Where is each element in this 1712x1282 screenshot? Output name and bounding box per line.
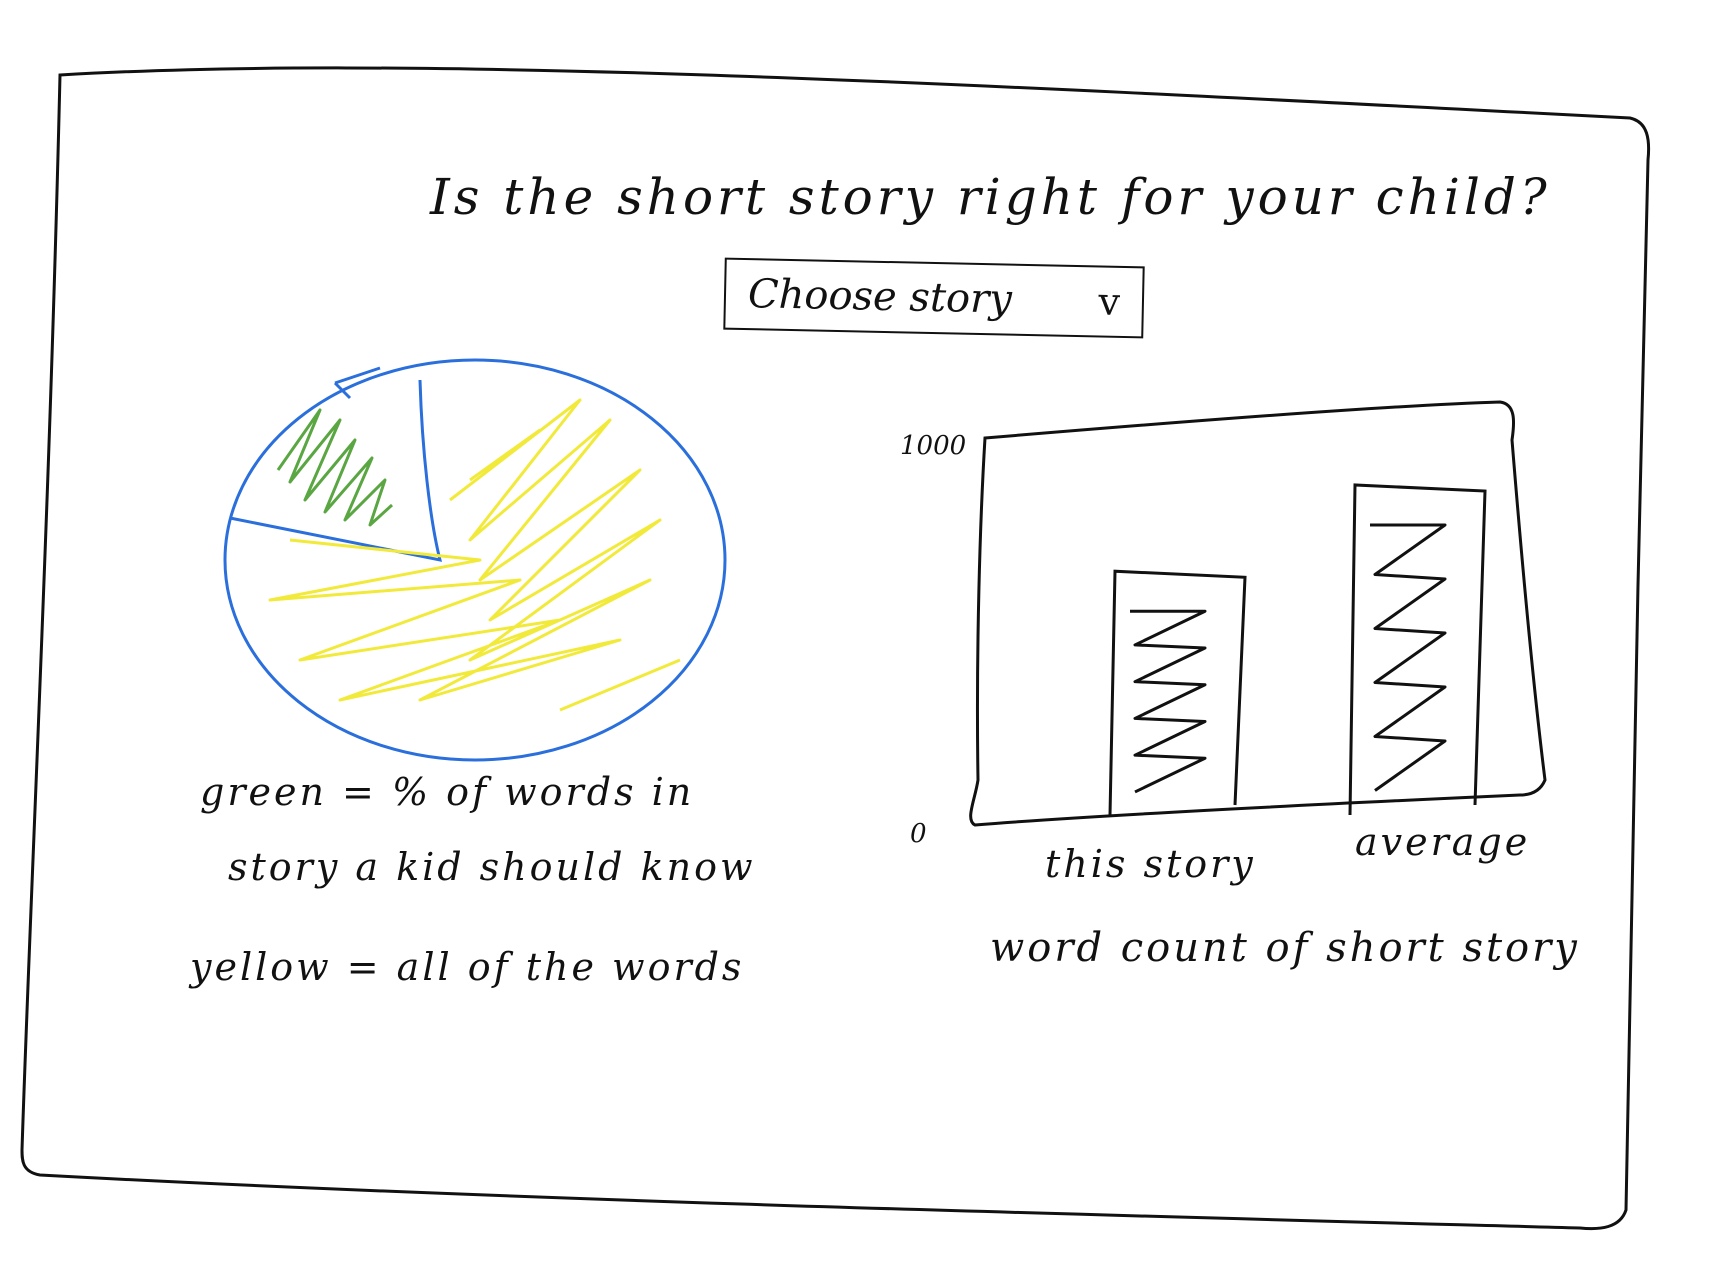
page-title: Is the short story right for your child?: [430, 168, 1551, 226]
pie-arrow-mark: [333, 366, 381, 400]
bar-1: [1348, 483, 1487, 816]
chevron-down-icon: v: [1098, 279, 1121, 324]
word-pie-chart: [223, 358, 727, 762]
dropdown-label: Choose story: [747, 271, 1013, 323]
word-count-bar-chart: 1000 0: [900, 400, 1547, 849]
x-category-label-1: average: [1355, 820, 1531, 864]
pie-outline: [223, 358, 727, 762]
pie-slice-yellow: [268, 398, 681, 712]
bar-hatch-1: [1370, 523, 1447, 792]
bar-0: [1108, 569, 1247, 816]
chart-frame: [969, 400, 1547, 827]
pie-slice-green: [276, 408, 394, 527]
legend-yellow-line: yellow = all of the words: [190, 945, 745, 989]
y-tick-min: 0: [910, 819, 927, 849]
legend-green-line1: green = % of words in: [200, 770, 695, 814]
legend-green-line2: story a kid should know: [228, 845, 756, 889]
page-frame: [20, 66, 1651, 1231]
choose-story-dropdown[interactable]: Choose story v: [723, 257, 1145, 339]
x-category-label-0: this story: [1045, 842, 1256, 886]
y-tick-max: 1000: [900, 431, 966, 461]
pie-slice-divider: [229, 379, 443, 562]
bar-hatch-0: [1130, 609, 1207, 794]
x-axis-label: word count of short story: [990, 925, 1580, 971]
